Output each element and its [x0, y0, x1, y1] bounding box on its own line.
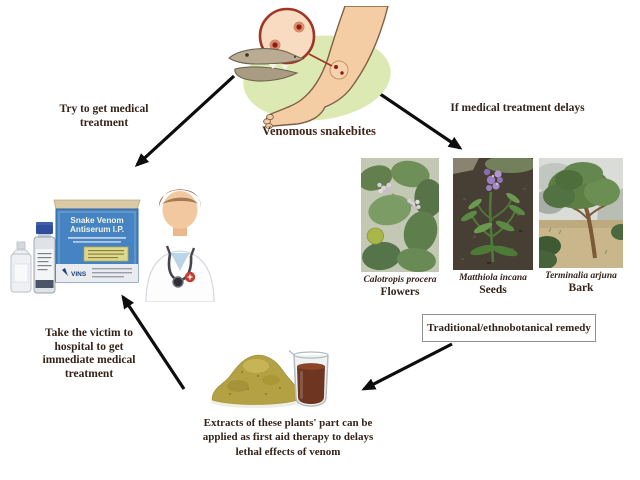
extract-beaker-icon	[288, 349, 329, 407]
right-branch-label: If medical treatment delays	[450, 102, 585, 114]
snakebite-illustration	[228, 6, 391, 129]
extracts-note: Extracts of these plants' part can be ap…	[202, 417, 374, 458]
antiserum-box-title-line2: Antiserum I.P.	[70, 225, 124, 234]
remedy-box-label: Traditional/ethnobotanical remedy	[427, 322, 591, 334]
bitten-leg-icon	[263, 6, 389, 129]
matthiola-photo	[453, 158, 533, 270]
hospital-note: Take the victim to hospital to get immed…	[42, 327, 136, 380]
plant-species-label: Calotropis procera	[363, 275, 437, 285]
doctor-shirt	[171, 253, 189, 271]
doctor-coat	[145, 250, 215, 302]
plant-figure-terminalia: Terminalia arjuna Bark	[539, 158, 623, 296]
plant-part-label: Bark	[568, 282, 594, 295]
arrow-remedy-to-extracts	[361, 342, 453, 391]
stethoscope-icon	[165, 245, 196, 288]
snakebite-caption: Venomous snakebites	[262, 124, 376, 138]
plant-powder-icon	[211, 354, 301, 408]
terminalia-photo	[539, 158, 623, 268]
remedy-box: Traditional/ethnobotanical remedy	[422, 314, 596, 342]
antiserum-kit: Snake Venom Antiserum I.P. VINS	[10, 199, 141, 294]
calotropis-photo	[361, 158, 439, 272]
doctor-face	[162, 191, 198, 229]
antiserum-brand: VINS	[71, 271, 87, 278]
plant-species-label: Matthiola incana	[459, 273, 527, 283]
plant-species-label: Terminalia arjuna	[545, 271, 617, 281]
antiserum-vial-icon	[33, 222, 56, 294]
snake-head-icon	[228, 48, 305, 82]
antiserum-box-icon: Snake Venom Antiserum I.P. VINS	[53, 199, 141, 283]
terminalia-tree	[543, 162, 620, 259]
left-branch-label: Try to get medical treatment	[59, 103, 149, 130]
doctor-icon	[145, 189, 215, 302]
plant-part-label: Flowers	[380, 286, 420, 299]
diluent-bottle-icon	[10, 241, 32, 293]
calotropis-fruit	[366, 227, 384, 245]
antiserum-box-title-line1: Snake Venom	[70, 216, 123, 225]
magnifier-connector-line	[308, 53, 333, 67]
plant-part-label: Seeds	[479, 284, 507, 297]
plant-figure-calotropis: Calotropis procera Flowers	[361, 158, 439, 300]
calotropis-flower-cluster	[377, 182, 421, 211]
matthiola-leaves	[461, 192, 525, 257]
matthiola-flowers	[483, 168, 503, 191]
plant-figure-matthiola: Matthiola incana Seeds	[453, 158, 533, 298]
